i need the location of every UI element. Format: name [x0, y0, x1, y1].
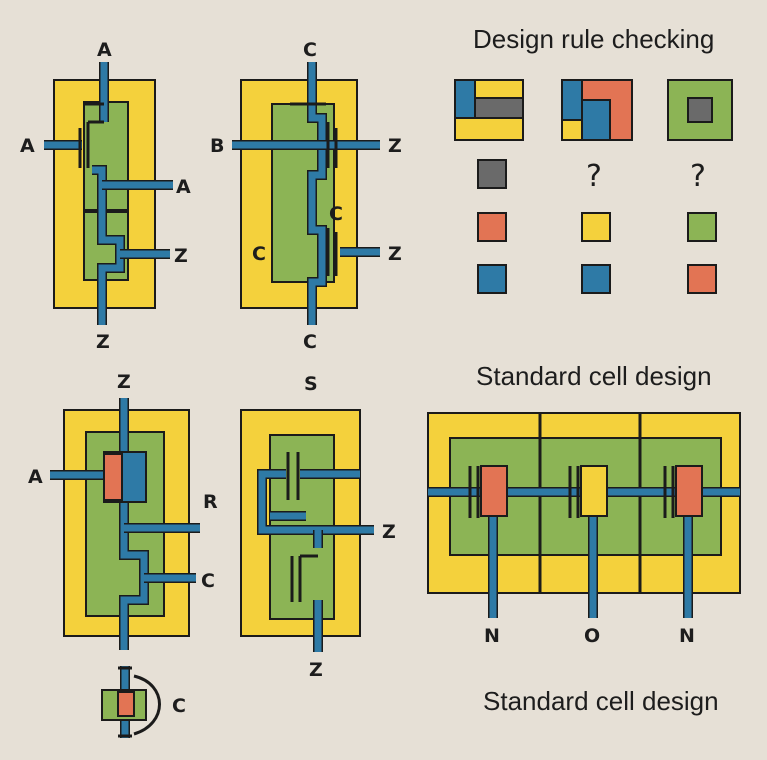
drc-swatch-blue-2: [581, 264, 611, 294]
cell-3-label-left: A: [28, 466, 43, 488]
cell-3-wires: [50, 398, 200, 650]
cell-2-label-right-2: Z: [388, 243, 402, 265]
cell-1-label-right-2: Z: [174, 245, 188, 267]
cell-3: Z A R C: [28, 371, 218, 650]
drc-swatch-yellow: [581, 212, 611, 242]
standard-cell-row: N O N: [427, 412, 741, 647]
cell-1-label-bottom: Z: [96, 331, 110, 353]
cell-4-wires: [257, 469, 374, 652]
cell-3-label-right-2: C: [201, 570, 215, 592]
row-pin-label-3: N: [679, 625, 695, 647]
drc-question-1: ?: [586, 159, 602, 194]
cell-4-label-top: S: [304, 373, 318, 395]
row-gate-3: [663, 465, 703, 518]
cell-2-label-bottom: C: [303, 331, 317, 353]
cell-1: A A A Z Z: [20, 39, 191, 353]
drc-block-3: [667, 79, 733, 141]
cell-4-transistor-top: [286, 452, 300, 500]
cell-2-label-right-1: Z: [388, 135, 402, 157]
cell-2-label-mid: C: [329, 203, 343, 225]
cell-1-label-top: A: [97, 39, 112, 61]
drc-block-2: [561, 79, 633, 141]
row-gate-1: [468, 465, 508, 518]
drc-panel: ? ?: [454, 79, 733, 294]
cell-3-label-right-1: R: [203, 491, 218, 513]
drc-swatch-orange-2: [687, 264, 717, 294]
drc-swatch-gray: [477, 159, 507, 189]
row-dividers: [538, 413, 642, 593]
row-pin-label-1: N: [484, 625, 500, 647]
cell-4-transistor-bottom: [290, 554, 318, 602]
cell-4: S Z Z: [240, 373, 396, 681]
row-pin-label-2: O: [584, 625, 600, 647]
row-gate-2: [568, 465, 608, 518]
cell-2-label-left: B: [210, 135, 224, 157]
cell-2-wires: [232, 62, 380, 325]
cell-3-capacitor: C: [101, 666, 186, 738]
heading-design-rule-checking: Design rule checking: [473, 24, 714, 54]
cell-2-label-left-2: C: [252, 243, 266, 265]
drc-block-1: [454, 79, 524, 141]
drc-swatch-green: [687, 212, 717, 242]
cell-2-label-top: C: [303, 39, 317, 61]
drc-swatch-orange: [477, 212, 507, 242]
cell-4-label-bottom: Z: [309, 659, 323, 681]
cell-3-contact-orange: [103, 453, 123, 501]
cell-2: C B Z C C Z C: [210, 39, 402, 353]
cell-1-label-right-1: A: [176, 176, 191, 198]
cell-3-label-top: Z: [117, 371, 131, 393]
cell-4-label-right: Z: [382, 521, 396, 543]
drc-question-2: ?: [690, 159, 706, 194]
cell-1-wires: [44, 62, 173, 325]
capacitor-label: C: [172, 695, 186, 717]
heading-standard-cell-design-2: Standard cell design: [483, 686, 719, 716]
cell-1-label-left: A: [20, 135, 35, 157]
cell-1-transistor: [78, 102, 104, 168]
drc-swatch-blue-1: [477, 264, 507, 294]
heading-standard-cell-design-1: Standard cell design: [476, 361, 712, 391]
cell-2-transistors: [290, 102, 338, 276]
